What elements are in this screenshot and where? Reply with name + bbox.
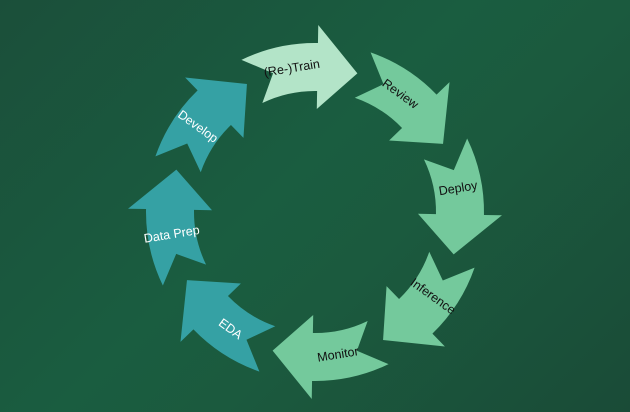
cycle-label-monitor: Monitor — [316, 344, 359, 364]
cycle-arrow-monitor — [272, 314, 389, 399]
cycle-arrow-deploy — [417, 138, 502, 255]
cycle-ring — [128, 25, 502, 399]
cycle-arrow-inference — [383, 251, 475, 347]
cycle-arrow-eda — [180, 280, 276, 372]
cycle-arrow-develop — [155, 77, 247, 173]
cycle-label-deploy: Deploy — [438, 178, 479, 198]
cycle-arrow-data-prep — [128, 169, 213, 286]
cycle-arrow-review — [354, 52, 450, 144]
cycle-arrow-re-train — [241, 25, 358, 110]
